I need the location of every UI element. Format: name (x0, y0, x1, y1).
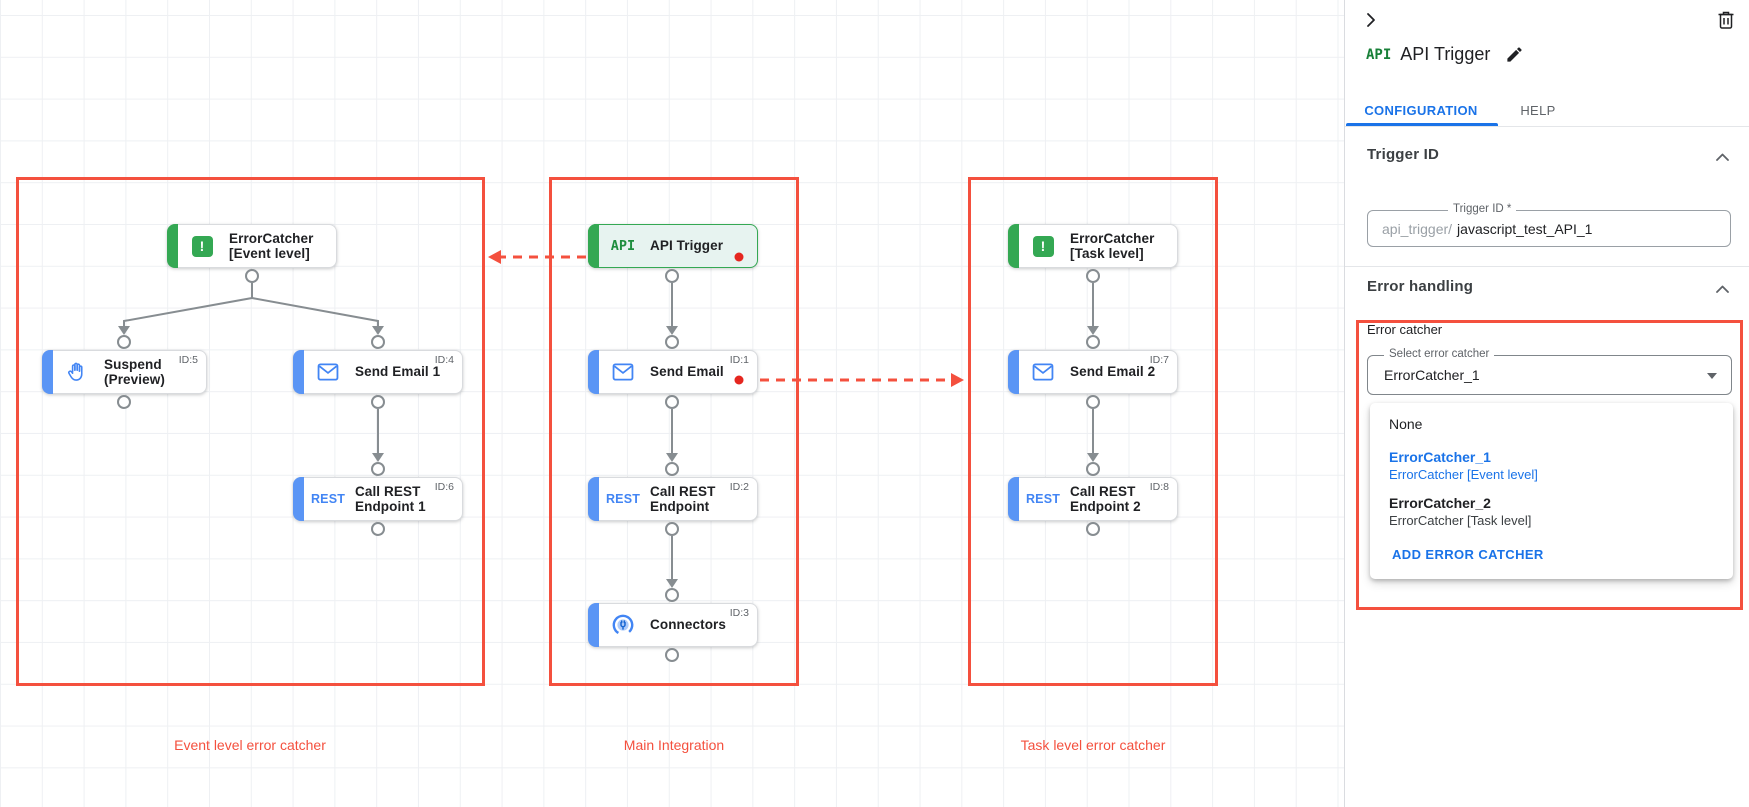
error-catcher-group-label: Error catcher (1367, 322, 1443, 337)
email-icon (314, 363, 342, 381)
error-catcher-select-value: ErrorCatcher_1 (1384, 367, 1480, 383)
trigger-id-field[interactable]: Trigger ID * api_trigger/ javascript_tes… (1367, 203, 1731, 247)
node-api-trigger[interactable]: API API Trigger (588, 224, 758, 268)
node-id-badge: ID:8 (1149, 481, 1169, 493)
option-detail: ErrorCatcher [Task level] (1389, 513, 1532, 528)
active-tab-underline (1346, 123, 1498, 126)
node-send-email-1[interactable]: Send Email 1 ID:4 (293, 350, 463, 394)
collapse-section-trigger-id-icon[interactable] (1716, 148, 1729, 166)
node-connectors[interactable]: Connectors ID:3 (588, 603, 758, 647)
node-send-email-2[interactable]: Send Email 2 ID:7 (1008, 350, 1178, 394)
node-errorcatcher-event[interactable]: ! ErrorCatcher[Event level] (167, 224, 337, 268)
node-accent-bar (1008, 477, 1019, 521)
node-label-2: Endpoint (650, 499, 710, 514)
node-accent-bar (1008, 350, 1019, 394)
node-id-badge: ID:3 (729, 607, 749, 619)
api-trigger-badge-icon: API (1366, 46, 1392, 63)
node-accent-bar (42, 350, 53, 394)
hand-icon (63, 361, 91, 383)
rest-icon: REST (605, 492, 641, 506)
caption-main-integration: Main Integration (623, 737, 725, 753)
node-label: ErrorCatcher (1070, 230, 1155, 246)
group-box-task-level (968, 177, 1218, 686)
node-label: API Trigger (650, 238, 724, 254)
node-label-2: Endpoint 2 (1070, 499, 1141, 514)
node-suspend[interactable]: Suspend(Preview) ID:5 (42, 350, 207, 394)
section-divider (1345, 266, 1749, 267)
trigger-id-value[interactable]: javascript_test_API_1 (1457, 220, 1593, 237)
dropdown-option-errorcatcher-2[interactable]: ErrorCatcher_2 ErrorCatcher [Task level] (1389, 495, 1531, 528)
node-id-badge: ID:4 (434, 354, 454, 366)
dropdown-option-errorcatcher-1[interactable]: ErrorCatcher_1 ErrorCatcher [Event level… (1389, 449, 1538, 482)
option-name: ErrorCatcher_1 (1389, 449, 1491, 465)
collapse-panel-icon[interactable] (1363, 12, 1379, 33)
api-trigger-icon: API (610, 238, 636, 254)
tab-configuration[interactable]: CONFIGURATION (1364, 103, 1478, 118)
node-label-2: [Event level] (229, 246, 310, 261)
connectors-icon (609, 613, 637, 637)
node-errorcatcher-task[interactable]: ! ErrorCatcher[Task level] (1008, 224, 1178, 268)
trigger-id-field-label: Trigger ID * (1448, 203, 1517, 215)
error-catcher-icon: ! (1029, 235, 1057, 257)
rest-icon: REST (310, 492, 346, 506)
node-label: Send Email (650, 364, 724, 380)
option-name: ErrorCatcher_2 (1389, 495, 1491, 511)
integration-canvas[interactable]: Event level error catcher Main Integrati… (0, 0, 1344, 807)
option-detail: ErrorCatcher [Event level] (1389, 467, 1538, 482)
node-id-badge: ID:7 (1149, 354, 1169, 366)
node-label: Call REST (650, 483, 716, 499)
error-catcher-select-label: Select error catcher (1384, 348, 1495, 360)
node-accent-bar (588, 603, 599, 647)
node-accent-bar (293, 477, 304, 521)
node-id-badge: ID:2 (729, 481, 749, 493)
caption-event-level: Event level error catcher (174, 737, 326, 753)
node-id-badge: ID:5 (178, 354, 198, 366)
node-accent-bar (167, 224, 178, 268)
node-label: Suspend (104, 356, 162, 372)
delete-trigger-icon[interactable] (1717, 10, 1735, 34)
node-id-badge: ID:1 (729, 354, 749, 366)
node-accent-bar (293, 350, 304, 394)
rest-icon: REST (1025, 492, 1061, 506)
node-label: Send Email 1 (355, 364, 441, 380)
dropdown-option-none[interactable]: None (1389, 416, 1423, 432)
add-error-catcher-button[interactable]: ADD ERROR CATCHER (1392, 547, 1544, 562)
collapse-section-error-handling-icon[interactable] (1716, 280, 1729, 298)
node-label: Connectors (650, 617, 727, 633)
panel-tabs: CONFIGURATION HELP (1345, 95, 1749, 127)
error-catcher-dropdown-menu: None ErrorCatcher_1 ErrorCatcher [Event … (1370, 403, 1733, 579)
node-accent-bar (588, 224, 599, 268)
error-catcher-highlight-box (1356, 320, 1743, 610)
email-icon (1029, 363, 1057, 381)
tab-help[interactable]: HELP (1520, 103, 1556, 118)
node-accent-bar (1008, 224, 1019, 268)
node-id-badge: ID:6 (434, 481, 454, 493)
section-error-handling: Error handling (1367, 278, 1474, 295)
group-box-event-level (16, 177, 485, 686)
error-catcher-select[interactable]: Select error catcher ErrorCatcher_1 (1367, 348, 1732, 395)
error-catcher-icon: ! (188, 235, 216, 257)
node-label-2: Endpoint 1 (355, 499, 426, 514)
node-send-email[interactable]: Send Email ID:1 (588, 350, 758, 394)
node-label: ErrorCatcher (229, 230, 314, 246)
node-label-2: [Task level] (1070, 246, 1144, 261)
node-label: Call REST (1070, 483, 1136, 499)
section-trigger-id: Trigger ID (1367, 146, 1440, 163)
node-label: Call REST (355, 483, 421, 499)
caption-task-level: Task level error catcher (1020, 737, 1166, 753)
trigger-id-prefix: api_trigger/ (1382, 220, 1453, 237)
node-accent-bar (588, 477, 599, 521)
node-label-2: (Preview) (104, 372, 165, 387)
panel-title: API Trigger (1400, 44, 1491, 64)
edit-title-icon[interactable] (1505, 45, 1524, 64)
select-dropdown-caret-icon (1707, 373, 1717, 379)
group-box-main-integration (549, 177, 799, 686)
node-label: Send Email 2 (1070, 364, 1156, 380)
config-panel: API API Trigger CONFIGURATION HELP Trigg… (1344, 0, 1749, 807)
email-icon (609, 363, 637, 381)
node-accent-bar (588, 350, 599, 394)
